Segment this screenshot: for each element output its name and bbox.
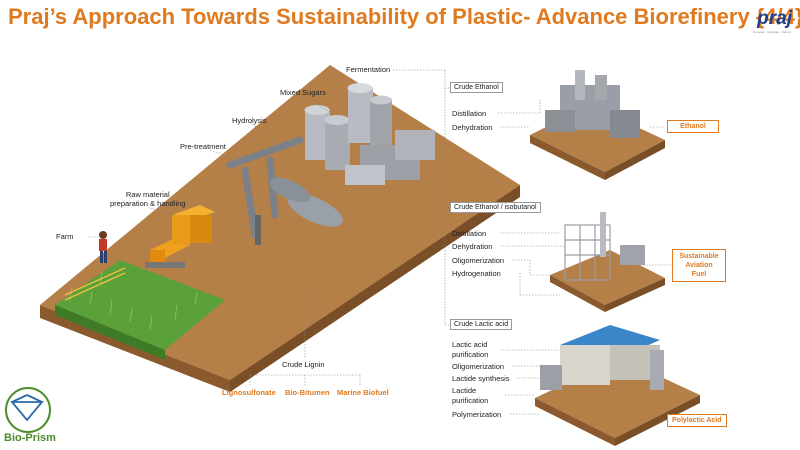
route1-step-1: Distillation [452,109,487,118]
route3-step-1: Lactic acid purification [452,340,489,359]
pla-plant [535,325,700,446]
route3-product: Polylactic Acid [667,414,727,427]
route3-step-2: Oligomerization [452,362,505,371]
route1-feed: Crude Ethanol [450,82,503,93]
route3-feed: Crude Lactic acid [450,319,513,330]
route2-step-2: Dehydration [452,242,493,251]
lignin-product-2: Bio-Bitumen [285,388,330,397]
grass-field [55,260,225,350]
route2-step-4: Hydrogenation [452,269,501,278]
route1-product: Ethanol [667,120,719,133]
crude-lignin-label: Crude Lignin [282,360,325,369]
hydrolysis-reactors [255,177,343,245]
praj-logo: praj [757,8,792,29]
route3-step-5: Polymerization [452,410,502,419]
praj-logo-tagline: Innovate · Integrate · Deliver [752,30,791,34]
lignin-product-3: Marine Biofuel [337,388,389,397]
route2-step-1: Distillation [452,229,487,238]
route3-step-4: Lactide purification [452,386,489,405]
route3-step-3: Lactide synthesis [452,374,510,383]
route2-step-3: Oligomerization [452,256,505,265]
raw-material-machines [145,205,215,268]
saf-plant [550,212,665,312]
step-mixed-sugars: Mixed Sugars [280,88,326,97]
farmer-figure [99,231,107,263]
step-raw-material: Raw material preparation & handling [110,190,186,208]
step-pretreatment: Pre-treatment [180,142,226,151]
step-fermentation: Fermentation [346,65,391,74]
fermentation-tanks [304,83,435,185]
lignin-product-1: Lignosulfonate [222,388,276,397]
ethanol-plant [530,70,665,180]
step-farm: Farm [56,232,74,241]
bio-prism-label: Bio-Prism [4,432,56,444]
route1-step-2: Dehydration [452,123,493,132]
step-hydrolysis: Hydrolysis [232,116,267,125]
route2-product: Sustainable Aviation Fuel [672,249,726,282]
bio-prism-badge [5,387,51,433]
slide-title: Praj’s Approach Towards Sustainability o… [8,4,800,29]
route2-feed: Crude Ethanol / isobutanol [450,202,541,213]
